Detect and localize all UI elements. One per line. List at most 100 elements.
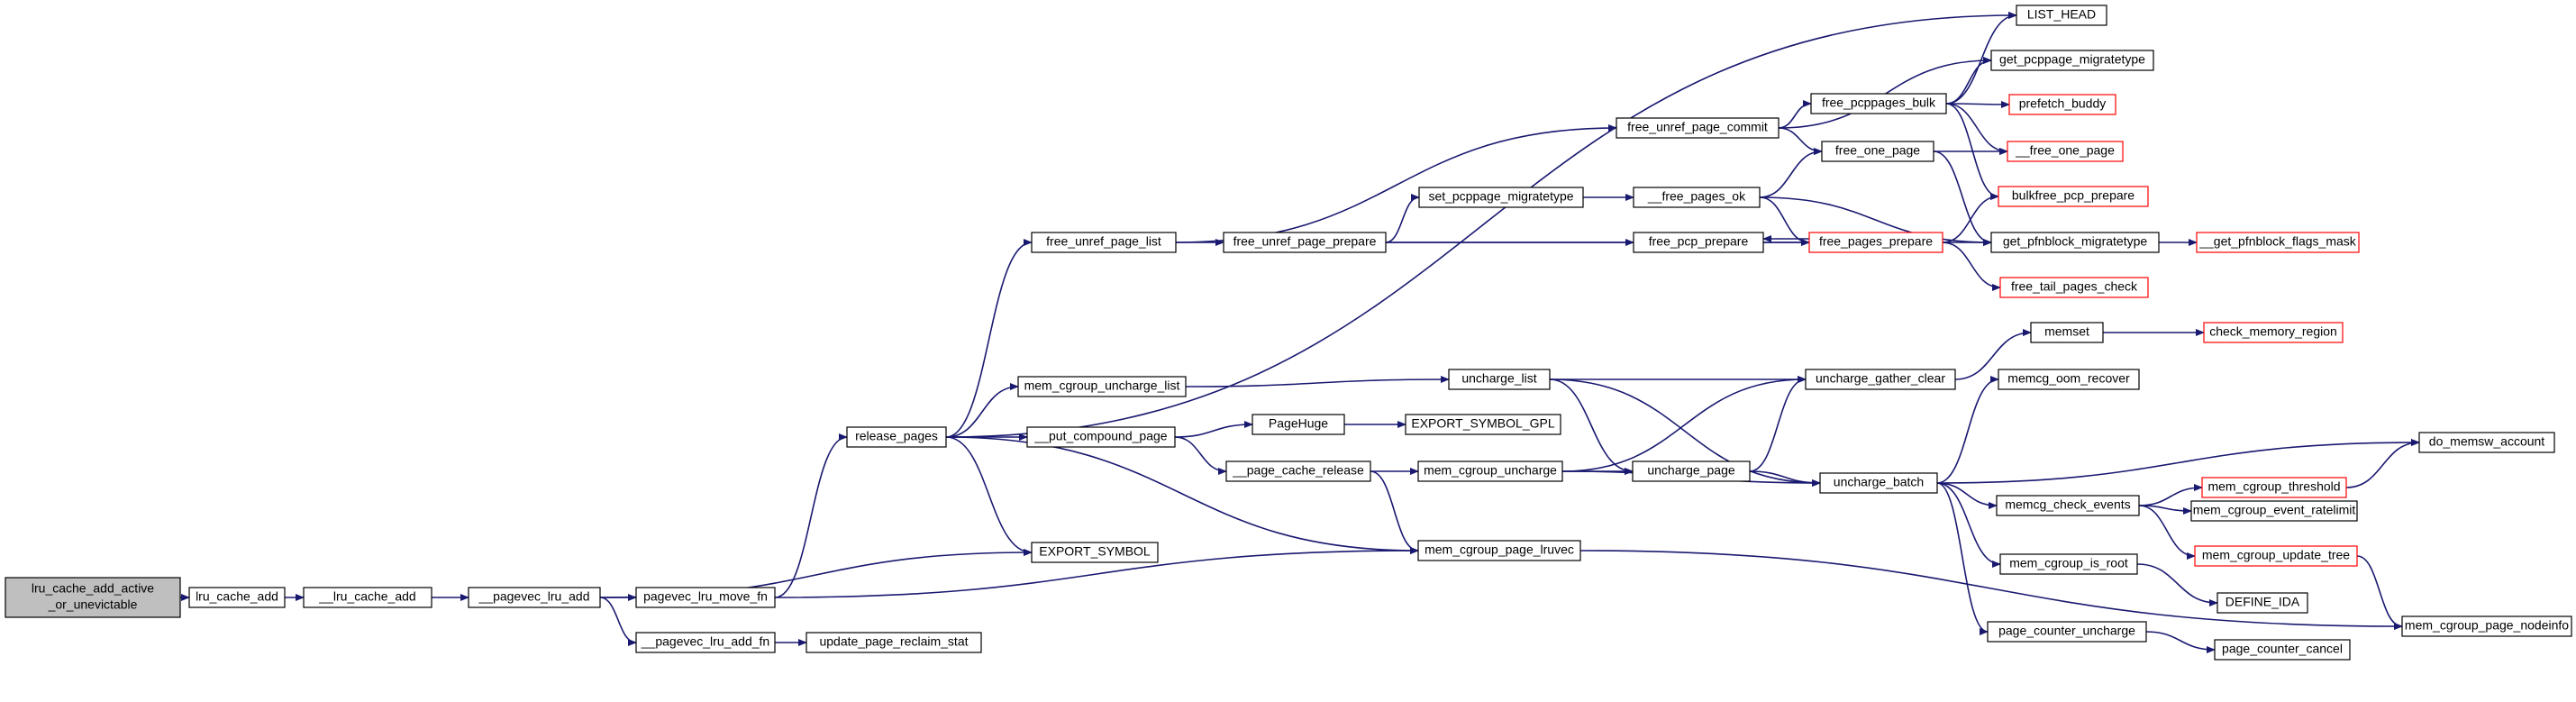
node-free_unref_page_commit[interactable]: free_unref_page_commit <box>1616 117 1780 139</box>
node-box-mem_cgroup_page_lruvec[interactable] <box>1417 540 1581 561</box>
node-do_memsw_account[interactable]: do_memsw_account <box>2418 432 2555 453</box>
node-box-free_one_page[interactable] <box>1821 141 1934 162</box>
node-box-LIST_HEAD[interactable] <box>2016 5 2107 26</box>
node-box-uncharge_list[interactable] <box>1448 369 1551 390</box>
node-box-release_pages[interactable] <box>846 426 947 448</box>
node-box-update_page_reclaim_stat[interactable] <box>806 632 982 653</box>
node-__pagevec_lru_add[interactable]: __pagevec_lru_add <box>468 587 601 608</box>
node-box-mem_cgroup_is_root[interactable] <box>1999 553 2138 575</box>
node-box-__free_pages_ok[interactable] <box>1633 187 1761 208</box>
node-free_unref_page_list[interactable]: free_unref_page_list <box>1031 232 1177 253</box>
node-box-__pagevec_lru_add[interactable] <box>468 587 601 608</box>
node-free_pcppages_bulk[interactable]: free_pcppages_bulk <box>1810 93 1947 114</box>
node-bulkfree_pcp_prepare[interactable]: bulkfree_pcp_prepare <box>1998 186 2149 207</box>
node-box-memset[interactable] <box>2030 322 2104 343</box>
node-mem_cgroup_event_ratelimit[interactable]: mem_cgroup_event_ratelimit <box>2190 500 2358 522</box>
node-__lru_cache_add[interactable]: __lru_cache_add <box>303 587 432 608</box>
node-box-__get_pfnblock_flags_mask[interactable] <box>2196 232 2360 253</box>
node-box-EXPORT_SYMBOL[interactable] <box>1031 542 1159 563</box>
node-box-mem_cgroup_update_tree[interactable] <box>2194 545 2358 567</box>
node-box-free_pages_prepare[interactable] <box>1808 232 1943 253</box>
node-PageHuge[interactable]: PageHuge <box>1252 414 1345 435</box>
node-box-free_unref_page_prepare[interactable] <box>1223 232 1387 253</box>
node-box-root[interactable] <box>5 577 181 618</box>
node-box-mem_cgroup_page_nodeinfo[interactable] <box>2401 615 2572 637</box>
node-box-do_memsw_account[interactable] <box>2418 432 2555 453</box>
node-free_one_page[interactable]: free_one_page <box>1821 141 1934 162</box>
node-box-mem_cgroup_uncharge[interactable] <box>1417 460 1563 482</box>
node-box-check_memory_region[interactable] <box>2203 322 2344 343</box>
node-LIST_HEAD[interactable]: LIST_HEAD <box>2016 5 2107 26</box>
node-box-page_counter_cancel[interactable] <box>2214 639 2351 661</box>
node-free_tail_pages_check[interactable]: free_tail_pages_check <box>1999 277 2149 298</box>
node-box-set_pcppage_migratetype[interactable] <box>1418 187 1584 208</box>
node-box-PageHuge[interactable] <box>1252 414 1345 435</box>
node-uncharge_list[interactable]: uncharge_list <box>1448 369 1551 390</box>
node-__put_compound_page[interactable]: __put_compound_page <box>1026 426 1176 448</box>
node-box-mem_cgroup_uncharge_list[interactable] <box>1017 376 1187 397</box>
node-memcg_oom_recover[interactable]: memcg_oom_recover <box>1998 369 2140 390</box>
node-uncharge_page[interactable]: uncharge_page <box>1632 460 1751 482</box>
node-box-bulkfree_pcp_prepare[interactable] <box>1998 186 2149 207</box>
node-__page_cache_release[interactable]: __page_cache_release <box>1225 460 1371 482</box>
node-EXPORT_SYMBOL[interactable]: EXPORT_SYMBOL <box>1031 542 1159 563</box>
node-box-prefetch_buddy[interactable] <box>2008 94 2116 115</box>
node-memcg_check_events[interactable]: memcg_check_events <box>1996 495 2140 516</box>
node-get_pcppage_migratetype[interactable]: get_pcppage_migratetype <box>1990 50 2154 71</box>
node-uncharge_gather_clear[interactable]: uncharge_gather_clear <box>1805 369 1956 390</box>
node-prefetch_buddy[interactable]: prefetch_buddy <box>2008 94 2116 115</box>
node-box-free_unref_page_list[interactable] <box>1031 232 1177 253</box>
node-box-uncharge_gather_clear[interactable] <box>1805 369 1956 390</box>
node-update_page_reclaim_stat[interactable]: update_page_reclaim_stat <box>806 632 982 653</box>
node-mem_cgroup_threshold[interactable]: mem_cgroup_threshold <box>2201 477 2347 498</box>
node-box-__page_cache_release[interactable] <box>1225 460 1371 482</box>
node-box-pagevec_lru_move_fn[interactable] <box>635 587 776 608</box>
node-DEFINE_IDA[interactable]: DEFINE_IDA <box>2216 592 2308 614</box>
node-box-get_pfnblock_migratetype[interactable] <box>1990 232 2160 253</box>
node-memset[interactable]: memset <box>2030 322 2104 343</box>
node-box-mem_cgroup_threshold[interactable] <box>2201 477 2347 498</box>
node-pagevec_lru_move_fn[interactable]: pagevec_lru_move_fn <box>635 587 776 608</box>
node-check_memory_region[interactable]: check_memory_region <box>2203 322 2344 343</box>
node-__get_pfnblock_flags_mask[interactable]: __get_pfnblock_flags_mask <box>2196 232 2360 253</box>
node-box-DEFINE_IDA[interactable] <box>2216 592 2308 614</box>
node-mem_cgroup_page_nodeinfo[interactable]: mem_cgroup_page_nodeinfo <box>2401 615 2572 637</box>
node-box-memcg_check_events[interactable] <box>1996 495 2140 516</box>
node-page_counter_cancel[interactable]: page_counter_cancel <box>2214 639 2351 661</box>
node-lru_cache_add[interactable]: lru_cache_add <box>188 587 286 608</box>
node-release_pages[interactable]: release_pages <box>846 426 947 448</box>
node-box-uncharge_page[interactable] <box>1632 460 1751 482</box>
node-box-lru_cache_add[interactable] <box>188 587 286 608</box>
node-box-EXPORT_SYMBOL_GPL[interactable] <box>1405 414 1561 435</box>
node-mem_cgroup_update_tree[interactable]: mem_cgroup_update_tree <box>2194 545 2358 567</box>
node-uncharge_batch[interactable]: uncharge_batch <box>1819 472 1938 494</box>
node-box-__free_one_page[interactable] <box>2007 141 2124 162</box>
node-box-free_pcp_prepare[interactable] <box>1633 232 1764 253</box>
node-__free_pages_ok[interactable]: __free_pages_ok <box>1633 187 1761 208</box>
node-mem_cgroup_uncharge_list[interactable]: mem_cgroup_uncharge_list <box>1017 376 1187 397</box>
node-box-__lru_cache_add[interactable] <box>303 587 432 608</box>
node-box-mem_cgroup_event_ratelimit[interactable] <box>2190 500 2358 522</box>
node-free_pcp_prepare[interactable]: free_pcp_prepare <box>1633 232 1764 253</box>
node-page_counter_uncharge[interactable]: page_counter_uncharge <box>1987 621 2147 643</box>
node-set_pcppage_migratetype[interactable]: set_pcppage_migratetype <box>1418 187 1584 208</box>
node-mem_cgroup_is_root[interactable]: mem_cgroup_is_root <box>1999 553 2138 575</box>
node-__free_one_page[interactable]: __free_one_page <box>2007 141 2124 162</box>
node-free_pages_prepare[interactable]: free_pages_prepare <box>1808 232 1943 253</box>
node-get_pfnblock_migratetype[interactable]: get_pfnblock_migratetype <box>1990 232 2160 253</box>
node-EXPORT_SYMBOL_GPL[interactable]: EXPORT_SYMBOL_GPL <box>1405 414 1561 435</box>
node-box-free_pcppages_bulk[interactable] <box>1810 93 1947 114</box>
node-box-free_tail_pages_check[interactable] <box>1999 277 2149 298</box>
node-box-get_pcppage_migratetype[interactable] <box>1990 50 2154 71</box>
node-__pagevec_lru_add_fn[interactable]: __pagevec_lru_add_fn <box>635 632 776 653</box>
node-root[interactable]: lru_cache_add_active_or_unevictable <box>5 577 181 618</box>
node-box-uncharge_batch[interactable] <box>1819 472 1938 494</box>
node-box-__put_compound_page[interactable] <box>1026 426 1176 448</box>
node-box-__pagevec_lru_add_fn[interactable] <box>635 632 776 653</box>
node-box-free_unref_page_commit[interactable] <box>1616 117 1780 139</box>
node-box-page_counter_uncharge[interactable] <box>1987 621 2147 643</box>
node-mem_cgroup_page_lruvec[interactable]: mem_cgroup_page_lruvec <box>1417 540 1581 561</box>
node-box-memcg_oom_recover[interactable] <box>1998 369 2140 390</box>
node-free_unref_page_prepare[interactable]: free_unref_page_prepare <box>1223 232 1387 253</box>
node-mem_cgroup_uncharge[interactable]: mem_cgroup_uncharge <box>1417 460 1563 482</box>
